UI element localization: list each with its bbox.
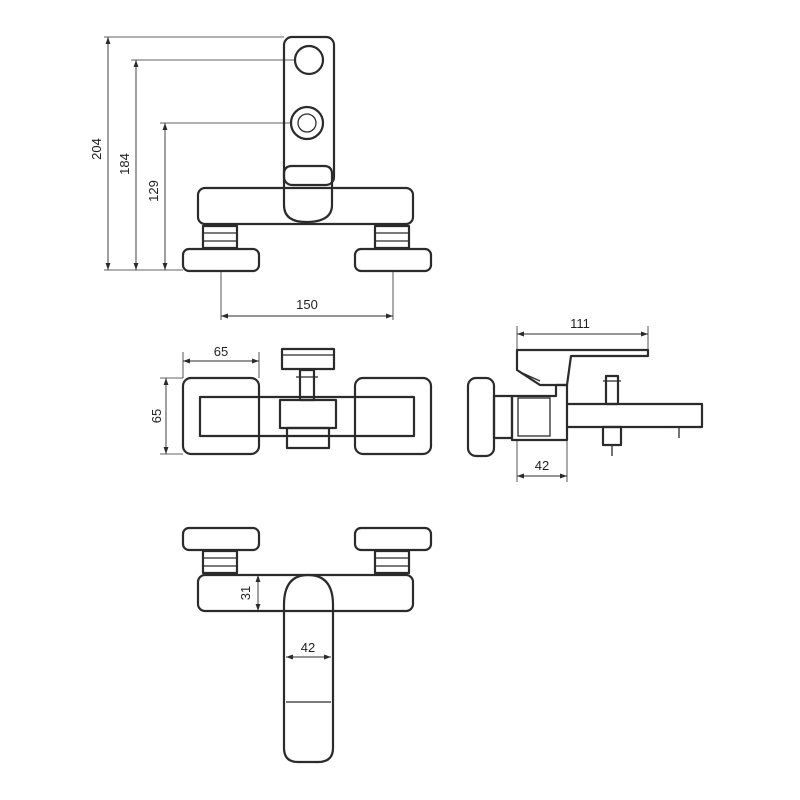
front-handle-plate — [282, 35, 336, 187]
front-right-flange — [353, 247, 433, 273]
front-left-connector — [201, 224, 239, 250]
side-view: 111 42 — [466, 316, 704, 482]
front-right-connector — [373, 224, 411, 250]
side-connector — [492, 394, 514, 440]
top-spout-outlet — [285, 426, 331, 450]
bottom-left-connector — [201, 549, 239, 575]
dim-label-204: 204 — [89, 138, 104, 160]
top-view: 65 65 — [149, 344, 433, 456]
front-lower-control — [289, 105, 325, 141]
dim-label-111: 111 — [570, 316, 590, 331]
front-view: 204 184 129 150 — [89, 35, 433, 320]
dim-label-31: 31 — [238, 586, 253, 600]
top-body-bar — [198, 395, 416, 438]
front-left-flange — [181, 247, 261, 273]
dim-label-42-bottom: 42 — [301, 640, 315, 655]
top-left-flange — [181, 376, 261, 456]
dim-label-129: 129 — [146, 180, 161, 202]
front-lower-control-inner — [297, 113, 317, 133]
bottom-left-flange — [181, 526, 261, 552]
bottom-view: 31 42 — [181, 526, 433, 764]
top-control-knob — [298, 368, 316, 402]
side-wall-flange — [466, 376, 496, 458]
bottom-main-body — [196, 573, 415, 613]
dim-label-150: 150 — [296, 297, 318, 312]
front-spout — [282, 164, 334, 224]
dim-label-184: 184 — [117, 153, 132, 175]
front-main-body — [196, 186, 415, 226]
side-under-fitting — [601, 425, 623, 447]
side-body — [510, 383, 569, 442]
front-upper-control — [293, 44, 325, 76]
side-body-inner — [517, 397, 551, 437]
dim-label-65-depth: 65 — [149, 409, 164, 423]
dim-label-42-side: 42 — [535, 458, 549, 473]
bottom-lever — [282, 573, 335, 764]
bottom-right-flange — [353, 526, 433, 552]
dim-label-65-width: 65 — [214, 344, 228, 359]
top-handle-plate — [280, 347, 336, 371]
side-diverter-knob — [604, 374, 620, 406]
bottom-right-connector — [373, 549, 411, 575]
top-spout-block — [278, 398, 338, 430]
top-right-flange — [353, 376, 433, 456]
side-spout — [565, 402, 704, 429]
